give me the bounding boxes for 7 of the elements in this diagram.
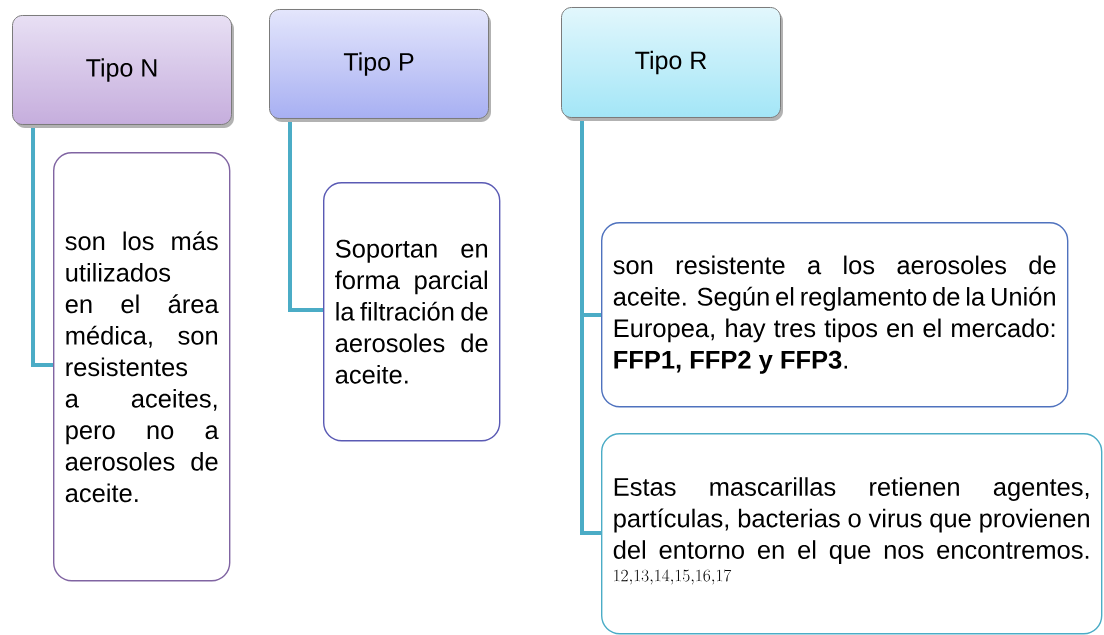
description-box: son resistente a los aerosoles de aceite. Según el reglamento de la Unión Europea, hay tres tipos en el mercado: FFP1, FFP2 y FFP3. <box>601 222 1069 408</box>
description-box: Soportan en forma parcial la filtración de aerosoles de aceite. <box>323 182 501 442</box>
type-box: Tipo R <box>561 7 783 121</box>
description-box: son los más utilizados en el área médica, son resistentes a aceites, pero no a aerosoles de aceite. <box>53 152 231 582</box>
type-box: Tipo N <box>12 15 234 128</box>
type-box: Tipo P <box>269 9 491 122</box>
description-box: Estas mascarillas retienen agentes, partículas, bacterias o virus que provienen del entorno en el que nos encontremos. $^{12, 13, 14, 15, 16, 17}$ <box>601 433 1103 635</box>
